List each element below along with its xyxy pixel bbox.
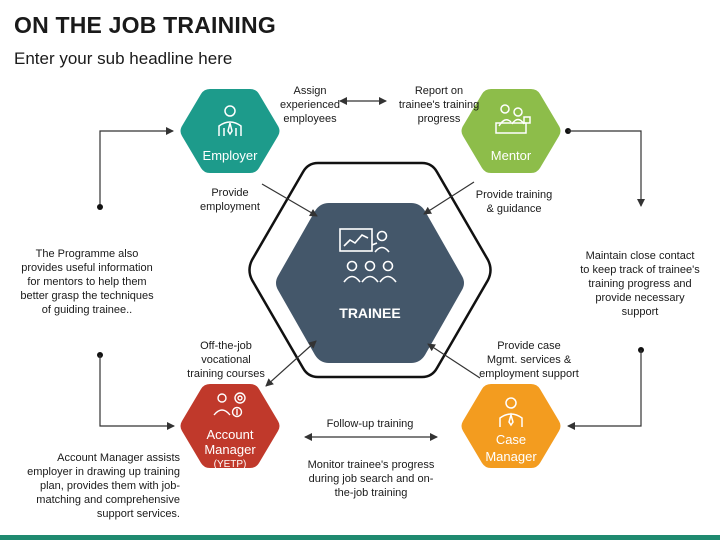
follow-up-text: Follow-up training bbox=[310, 417, 430, 431]
outer-ring-hexagon bbox=[248, 161, 492, 379]
programme-line: of guiding trainee.. bbox=[41, 304, 133, 316]
provide-employment-text: Provide employment bbox=[180, 186, 280, 214]
provide-employment-line: employment bbox=[200, 201, 260, 213]
case-manager-to-trainee-arrow bbox=[427, 343, 481, 379]
mentor-hexagon bbox=[461, 89, 561, 173]
page-title: ON THE JOB TRAINING bbox=[14, 12, 276, 38]
case-services-text: Provide case Mgmt. services & employment… bbox=[470, 339, 588, 381]
account-assists-line: employer in drawing up training bbox=[27, 466, 180, 478]
off-the-job-text: Off-the-job vocational training courses bbox=[176, 339, 276, 381]
programme-line: provides useful information bbox=[21, 262, 153, 274]
case-manager-label-line1: Case bbox=[495, 432, 527, 447]
follow-up-line: Follow-up training bbox=[326, 418, 414, 430]
provide-training-text: Provide training & guidance bbox=[461, 188, 567, 216]
programme-line: better grasp the techniques bbox=[20, 290, 154, 302]
report-text: Report on trainee's training progress bbox=[384, 84, 494, 126]
off-the-job-line: vocational bbox=[201, 354, 251, 366]
account-manager-label-line1: Account bbox=[206, 427, 254, 442]
page-subtitle: Enter your sub headline here bbox=[14, 49, 233, 68]
programme-text: The Programme also provides useful infor… bbox=[12, 247, 162, 317]
maintain-line: training progress and bbox=[588, 278, 692, 290]
case-services-line: employment support bbox=[479, 368, 579, 380]
assign-line: experienced bbox=[280, 99, 340, 111]
mentor-desk-icon bbox=[495, 104, 531, 134]
account-assists-line: support services. bbox=[96, 508, 180, 520]
assign-line: employees bbox=[283, 113, 337, 125]
account-manager-label-line2: Manager bbox=[204, 442, 256, 457]
case-services-line: Mgmt. services & bbox=[486, 354, 572, 366]
mentor-to-trainee-arrow bbox=[423, 181, 475, 215]
case-manager-label: Case Manager bbox=[461, 431, 561, 465]
employer-to-trainee-arrow bbox=[261, 183, 318, 217]
trainee-label: TRAINEE bbox=[339, 305, 401, 321]
trainee-hexagon bbox=[276, 203, 464, 363]
assign-text: Assign experienced employees bbox=[268, 84, 352, 126]
presentation-audience-icon bbox=[339, 228, 397, 283]
programme-line: The Programme also bbox=[35, 248, 139, 260]
account-trainee-double-arrow bbox=[265, 340, 317, 387]
left-top-connector bbox=[97, 127, 174, 210]
account-manager-hexagon bbox=[180, 384, 280, 468]
provide-training-line: Provide training bbox=[475, 189, 553, 201]
maintain-line: Maintain close contact bbox=[585, 250, 695, 262]
report-line: trainee's training bbox=[398, 99, 480, 111]
employer-hexagon bbox=[180, 89, 280, 173]
assign-line: Assign bbox=[293, 85, 327, 97]
manager-icon bbox=[499, 397, 523, 427]
case-services-line: Provide case bbox=[497, 340, 561, 352]
account-assists-line: plan, provides them with job- bbox=[39, 480, 180, 492]
monitor-line: Monitor trainee's progress bbox=[307, 459, 435, 471]
monitor-text: Monitor trainee's progress during job se… bbox=[296, 458, 446, 500]
employee-icon bbox=[218, 105, 242, 136]
report-line: Report on bbox=[414, 85, 464, 97]
maintain-text: Maintain close contact to keep track of … bbox=[566, 249, 714, 319]
employer-label: Employer bbox=[202, 148, 258, 163]
off-the-job-line: Off-the-job bbox=[200, 340, 252, 352]
manager-gears-icon bbox=[213, 392, 246, 418]
monitor-line: the-job training bbox=[334, 487, 408, 499]
account-manager-label-line3: (YETP) bbox=[213, 459, 247, 470]
account-assists-text: Account Manager assists employer in draw… bbox=[4, 451, 180, 521]
maintain-line: to keep track of trainee's bbox=[580, 264, 700, 276]
provide-employment-line: Provide bbox=[211, 187, 249, 199]
mentor-label: Mentor bbox=[490, 148, 532, 163]
monitor-line: during job search and on- bbox=[308, 473, 434, 485]
maintain-line: provide necessary bbox=[595, 292, 685, 304]
left-bottom-connector bbox=[97, 352, 175, 430]
off-the-job-line: training courses bbox=[187, 368, 265, 380]
account-assists-line: matching and comprehensive bbox=[36, 494, 180, 506]
maintain-line: support bbox=[621, 306, 659, 318]
right-top-connector bbox=[565, 128, 645, 207]
report-line: progress bbox=[417, 113, 461, 125]
case-manager-label-line2: Manager bbox=[485, 449, 537, 464]
right-bottom-connector bbox=[567, 347, 644, 430]
account-assists-line: Account Manager assists bbox=[57, 452, 180, 464]
provide-training-line: & guidance bbox=[486, 203, 542, 215]
programme-line: for mentors to help them bbox=[27, 276, 147, 288]
footer-bar bbox=[0, 535, 720, 540]
account-manager-label: Account Manager (YETP) bbox=[180, 427, 280, 472]
